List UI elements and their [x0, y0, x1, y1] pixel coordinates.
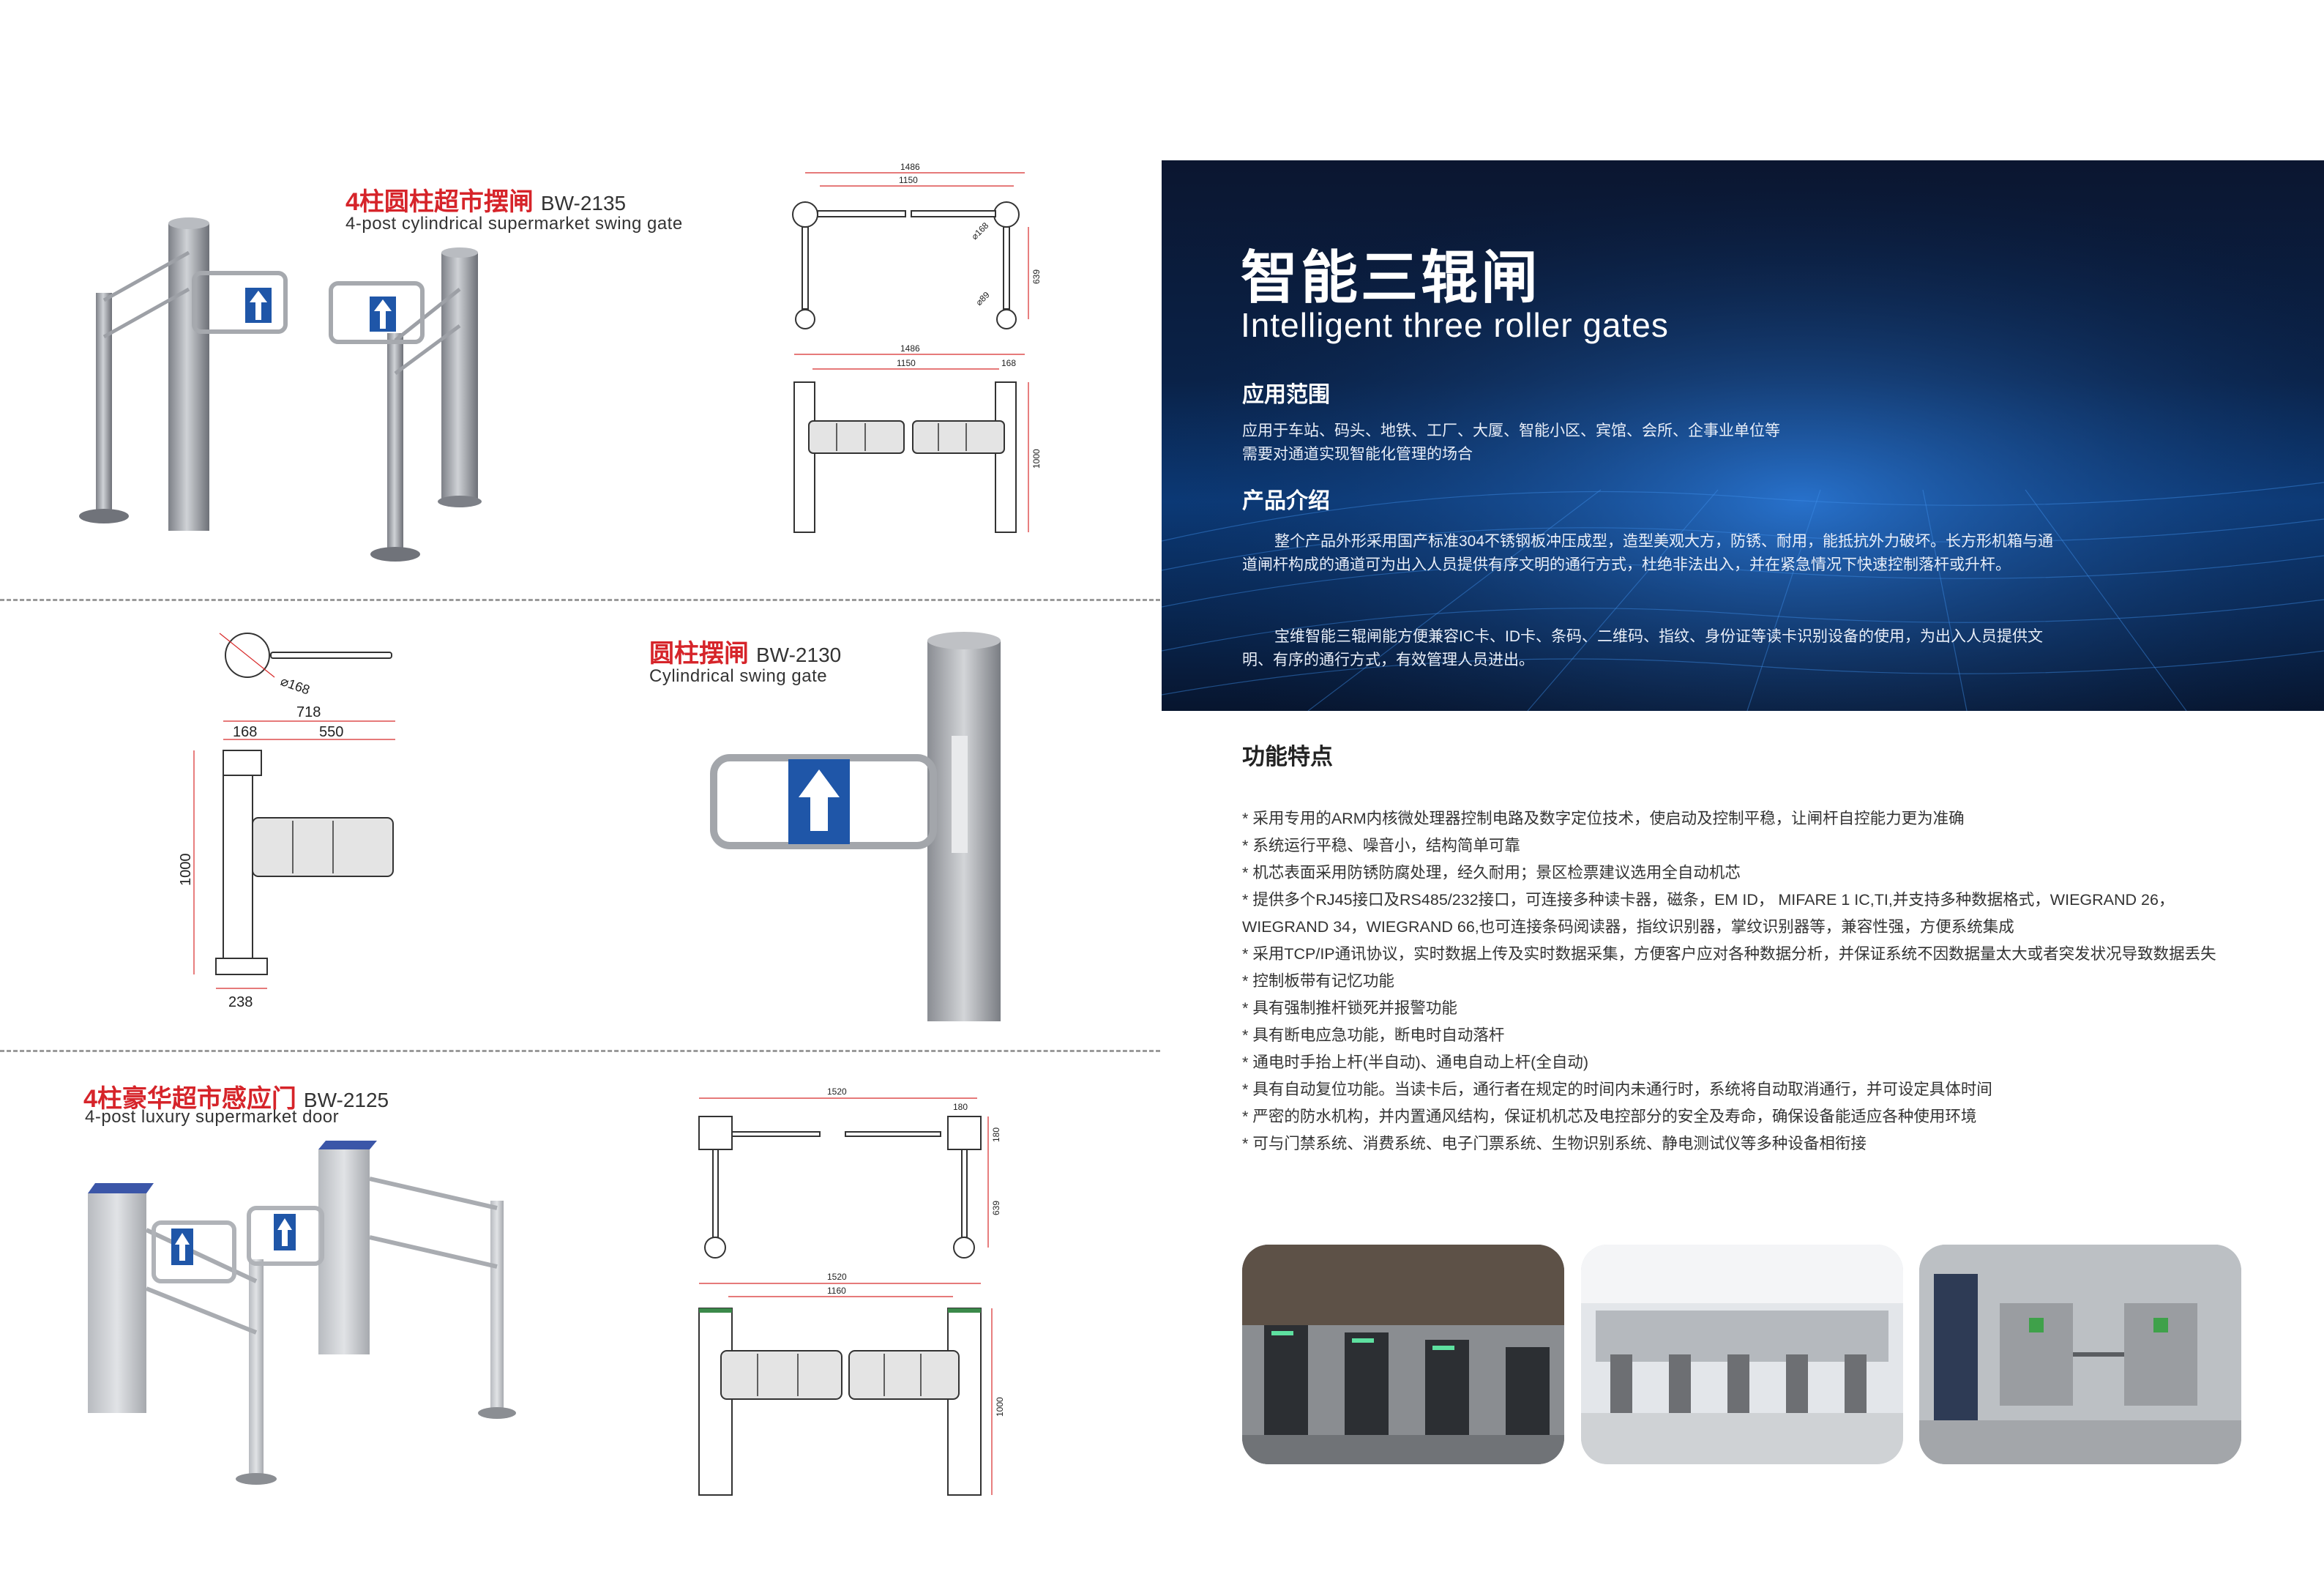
p2-front-height: 1000 — [178, 854, 194, 887]
product1-title-en: 4-post cylindrical supermarket swing gat… — [345, 214, 683, 234]
p1-top-total: 1486 — [900, 162, 920, 172]
product3-model: BW-2125 — [303, 1089, 389, 1111]
p1-top-d89: ⌀89 — [974, 289, 992, 307]
product2-render — [710, 632, 1001, 1021]
product1-top-drawing: 1486 1150 639 ⌀168 ⌀89 — [792, 162, 1042, 329]
p3-front-height: 1000 — [995, 1397, 1005, 1417]
feature-item: * 严密的防水机构，并内置通风结构，保证机机芯及电控部分的安全及寿命，确保设备能… — [1242, 1108, 1977, 1125]
feature-item: * 提供多个RJ45接口及RS485/232接口，可连接多种读卡器，磁条，EM … — [1242, 891, 2175, 909]
up-arrow-icon — [788, 759, 850, 844]
product3-title-en: 4-post luxury supermarket door — [85, 1107, 340, 1127]
p1-top-d168: ⌀168 — [969, 220, 990, 242]
p3-top-total: 1520 — [827, 1086, 847, 1097]
photo-gate-row — [1242, 1245, 1564, 1464]
up-arrow-icon — [274, 1214, 296, 1250]
product3-top-drawing: 1520 180 180 639 — [698, 1086, 1001, 1259]
product3-title: 4柱豪华超市感应门 BW-2125 — [83, 1078, 389, 1114]
feature-item: WIEGRAND 34，WIEGRAND 66,也可连接条码阅读器，指纹识别器，… — [1242, 918, 2014, 936]
application-scope-line2: 需要对通道实现智能化管理的场合 — [1242, 446, 1473, 463]
product2-top-drawing: ⌀168 — [219, 633, 392, 698]
up-arrow-icon — [171, 1229, 193, 1265]
application-scope-heading: 应用范围 — [1242, 383, 1330, 407]
p1-front-side: 168 — [1001, 358, 1016, 368]
product3-render — [88, 1141, 516, 1485]
product2-front-drawing: 718 168 550 1000 238 — [178, 704, 395, 1010]
up-arrow-icon — [245, 288, 272, 323]
product1-model: BW-2135 — [540, 192, 627, 215]
product1-title: 4柱圆柱超市摆闸 BW-2135 — [345, 182, 626, 217]
product1-render — [79, 217, 482, 562]
section-divider-1 — [0, 599, 1160, 601]
p3-front-total: 1520 — [827, 1272, 847, 1282]
product3-front-drawing: 1520 1160 1000 — [698, 1272, 1005, 1496]
feature-item: * 具有强制推杆锁死并报警功能 — [1242, 999, 1457, 1017]
feature-item: * 可与门禁系统、消费系统、电子门票系统、生物识别系统、静电测试仪等多种设备相衔… — [1242, 1135, 1867, 1152]
feature-item: * 通电时手抬上杆(半自动)、通电自动上杆(全自动) — [1242, 1054, 1588, 1071]
p2-front-side: 168 — [233, 724, 257, 740]
feature-item: * 控制板带有记忆功能 — [1242, 972, 1394, 990]
photo-station-hall — [1581, 1245, 1903, 1464]
p2-front-arm: 550 — [319, 724, 343, 740]
up-arrow-icon — [370, 297, 396, 332]
hero-subtitle: Intelligent three roller gates — [1241, 306, 1669, 344]
product2-title: 圆柱摆闸 BW-2130 — [649, 633, 841, 669]
feature-item: * 系统运行平稳、噪音小，结构简单可靠 — [1242, 837, 1520, 854]
product-intro-p1: 整个产品外形采用国产标准304不锈钢板冲压成型，造型美观大方，防锈、耐用，能抵抗… — [1242, 533, 2054, 573]
hero-banner: 智能三辊闸 Intelligent three roller gates 应用范… — [1162, 160, 2324, 711]
product3-title-cn: 4柱豪华超市感应门 — [83, 1085, 296, 1113]
section-divider-2 — [0, 1050, 1160, 1052]
p3-top-side: 180 — [953, 1102, 968, 1112]
product-intro-p2: 宝维智能三辊闸能方便兼容IC卡、ID卡、条码、二维码、指纹、身份证等读卡识别设备… — [1242, 628, 2043, 668]
hero-background-graphic — [1162, 160, 2324, 711]
features-list: * 采用专用的ARM内核微处理器控制电路及数字定位技术，使启动及控制平稳，让闸杆… — [1242, 805, 2282, 1157]
product2-title-en: Cylindrical swing gate — [649, 666, 828, 686]
p3-front-inner: 1160 — [827, 1286, 846, 1296]
feature-item: * 具有断电应急功能，断电时自动落杆 — [1242, 1026, 1505, 1044]
product2-model: BW-2130 — [756, 644, 842, 666]
feature-item: * 具有自动复位功能。当读卡后，通行者在规定的时间内未通行时，系统将自动取消通行… — [1242, 1081, 1992, 1098]
product2-title-cn: 圆柱摆闸 — [649, 640, 749, 668]
p1-top-h639: 639 — [1031, 269, 1042, 284]
p1-front-height: 1000 — [1031, 449, 1042, 469]
feature-item: * 机芯表面采用防锈防腐处理，经久耐用；景区检票建议选用全自动机芯 — [1242, 864, 1741, 881]
p2-front-base: 238 — [228, 994, 253, 1010]
application-scope-text: 应用于车站、码头、地铁、工厂、大厦、智能小区、宾馆、会所、企事业单位等 需要对通… — [1242, 420, 2055, 466]
p2-top-d168: ⌀168 — [279, 674, 312, 698]
application-scope-line1: 应用于车站、码头、地铁、工厂、大厦、智能小区、宾馆、会所、企事业单位等 — [1242, 422, 1780, 439]
feature-item: * 采用TCP/IP通讯协议，实时数据上传及实时数据采集，方便客户应对各种数据分… — [1242, 945, 2216, 963]
product1-title-cn: 4柱圆柱超市摆闸 — [345, 188, 534, 216]
features-heading: 功能特点 — [1242, 744, 1333, 769]
product-intro-heading: 产品介绍 — [1242, 489, 1330, 513]
p1-top-inner: 1150 — [899, 175, 918, 185]
p1-front-inner: 1150 — [897, 358, 916, 368]
feature-item: * 采用专用的ARM内核微处理器控制电路及数字定位技术，使启动及控制平稳，让闸杆… — [1242, 810, 1965, 827]
product1-front-drawing: 1486 1150 168 1000 — [793, 344, 1042, 533]
p3-top-h639: 639 — [991, 1201, 1001, 1215]
p3-top-h180: 180 — [991, 1127, 1001, 1142]
p1-front-total: 1486 — [900, 344, 920, 354]
p2-front-total: 718 — [296, 704, 321, 720]
hero-title: 智能三辊闸 — [1241, 245, 1542, 310]
photo-tripod-turnstile — [1919, 1245, 2241, 1464]
